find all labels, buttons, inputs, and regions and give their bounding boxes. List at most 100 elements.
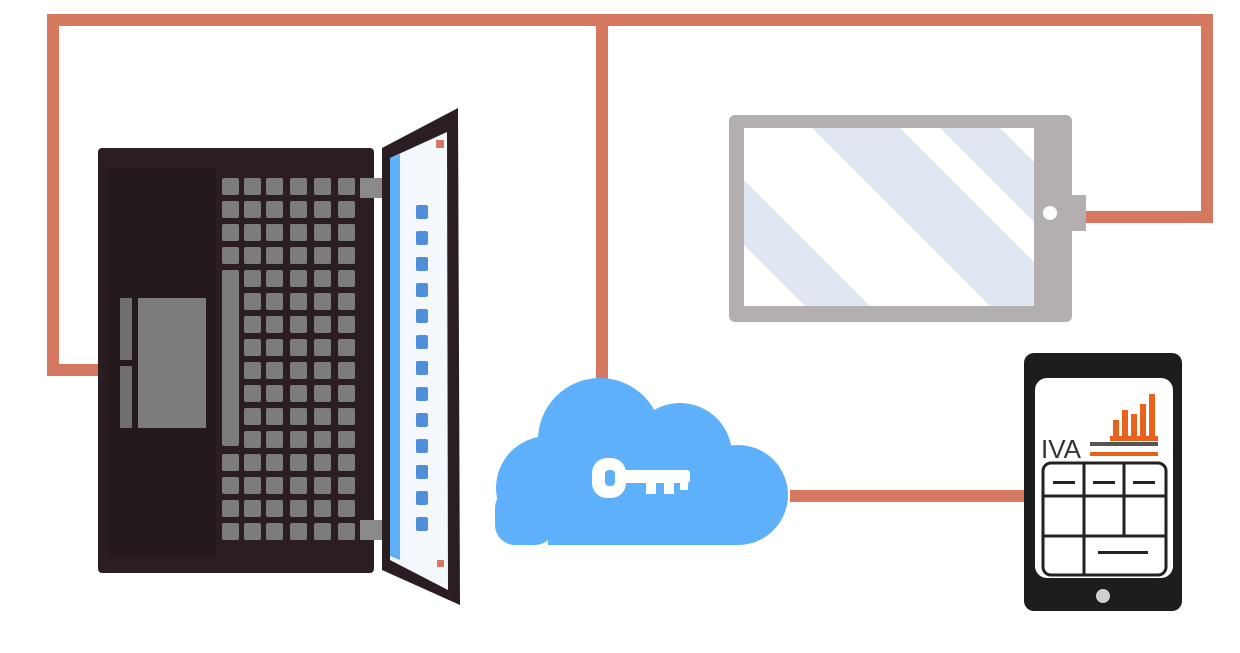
keyboard-key [314,408,331,425]
keyboard-key [244,247,261,264]
keyboard-key [266,500,283,517]
keyboard-key [338,224,355,241]
keyboard-key [290,178,307,195]
keyboard-key [266,362,283,379]
laptop-icon [98,108,460,605]
screen-app-icon [416,387,428,401]
keyboard-key [338,270,355,287]
keyboard-key [338,293,355,310]
screen-app-icon [416,465,428,479]
keyboard-key [222,247,239,264]
keyboard-key [290,201,307,218]
bar-chart-icon [1110,394,1158,441]
keyboard-key [290,500,307,517]
keyboard-key [290,293,307,310]
keyboard-key [314,477,331,494]
connector-laptop-to-display [47,14,1213,376]
keyboard-key [222,178,239,195]
screen-app-icon [416,231,428,245]
keyboard-key [266,247,283,264]
keyboard-key [290,523,307,540]
keyboard-key [314,339,331,356]
keyboard-key [244,523,261,540]
screen-app-icon [416,257,428,271]
keyboard-key [338,477,355,494]
keyboard-key [266,316,283,333]
keyboard-key [244,316,261,333]
spacebar [222,270,239,446]
keyboard-key [266,385,283,402]
keyboard-key [244,454,261,471]
screen-app-icon [416,491,428,505]
keyboard-key [290,477,307,494]
keyboard-key [290,247,307,264]
keyboard-key [290,385,307,402]
screen-app-icon [416,309,428,323]
keyboard-key [338,316,355,333]
keyboard-key [314,270,331,287]
keyboard-key [266,523,283,540]
keyboard-key [338,362,355,379]
screen-app-icon [416,205,428,219]
keyboard-key [266,477,283,494]
keyboard-key [314,431,331,448]
keyboard-key [244,339,261,356]
keyboard-key [244,224,261,241]
keyboard-key [314,178,331,195]
keyboard-key [290,431,307,448]
keyboard-key [338,500,355,517]
keyboard-key [244,500,261,517]
keyboard-key [290,316,307,333]
screen-app-icon [416,413,428,427]
keyboard-key [338,178,355,195]
keyboard-key [314,385,331,402]
keyboard-key [338,408,355,425]
keyboard-key [314,293,331,310]
data-grid [1041,461,1168,577]
keyboard-key [314,454,331,471]
keyboard-key [314,500,331,517]
tablet-icon: IVA [1024,353,1182,611]
keyboard-key [244,270,261,287]
keyboard-key [244,385,261,402]
keyboard-key [314,316,331,333]
keyboard-key [266,270,283,287]
keyboard-key [290,224,307,241]
keyboard-key [266,454,283,471]
screen-app-icon [416,335,428,349]
keyboard-key [290,362,307,379]
screen-app-icon [416,283,428,297]
keyboard-key [338,454,355,471]
keyboard-key [244,201,261,218]
keyboard-key [266,408,283,425]
keyboard-key [314,201,331,218]
keyboard-key [222,224,239,241]
keyboard-key [314,224,331,241]
home-button[interactable] [1096,589,1110,603]
connectors [47,14,1213,502]
screen-app-icon [416,439,428,453]
tablet-screen-label: IVA [1041,434,1082,464]
keyboard-key [244,293,261,310]
keyboard-key [222,500,239,517]
touchpad [138,298,206,428]
keyboard-key [244,408,261,425]
keyboard-key [290,270,307,287]
keyboard-key [244,362,261,379]
screen-app-icon [416,517,428,531]
screen-app-icon [416,361,428,375]
keyboard-key [314,247,331,264]
keyboard-key [266,431,283,448]
keyboard-key [244,477,261,494]
keyboard [222,178,355,540]
keyboard-key [290,408,307,425]
keyboard-key [266,178,283,195]
keyboard-key [290,339,307,356]
keyboard-key [266,224,283,241]
keyboard-key [314,523,331,540]
keyboard-key [244,431,261,448]
cloud-key-icon [495,378,788,545]
keyboard-key [338,431,355,448]
keyboard-key [266,293,283,310]
